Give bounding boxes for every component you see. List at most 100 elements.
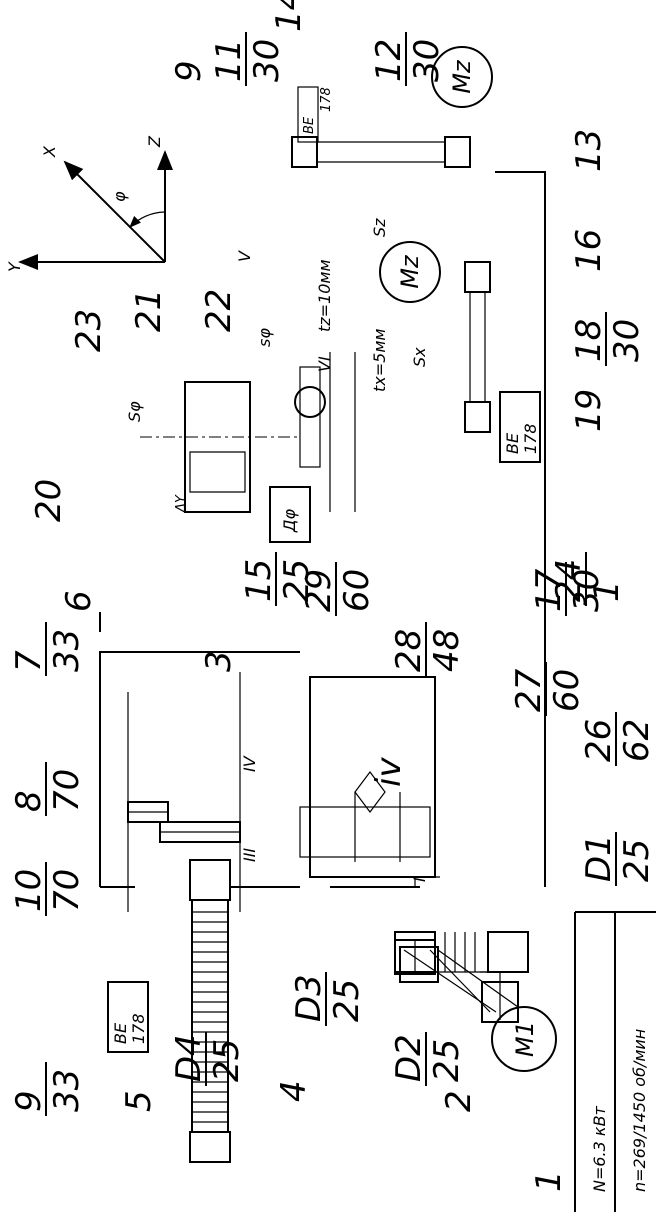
feed-sphi-top: sφ [255,328,274,347]
callout-number: 6 [59,590,99,612]
chain-16-19 [464,261,491,433]
feed-sx: Sx [410,347,429,367]
callout-number: 11 [209,39,249,82]
callout-number: 3 [199,650,239,672]
callout-teeth: 1 [587,580,627,602]
callout-c1: 1 [529,1170,569,1192]
brake-14-label: ВЕ [302,116,317,134]
motor-mz-2-label: Mz [448,59,476,94]
callout-number: 10 [9,869,49,912]
callout-number: 16 [569,229,609,272]
callout-number: 2 [439,1090,479,1112]
motor-power: N=6.3 кВт [590,1105,609,1192]
callout-number: 15 [239,559,279,602]
callout-number: 29 [299,569,339,612]
callout-number: D4 [169,1034,209,1082]
belt-d1-d2 [399,946,520,1023]
callout-teeth: 25 [427,1039,467,1082]
belt-d3-d4 [189,859,231,1163]
callout-c13: 13 [569,129,609,172]
shaft-I: I [410,877,429,882]
brake-5-label: ВЕ [111,1022,130,1044]
callout-c8: 870 [9,762,87,816]
callout-number: 9 [9,1090,49,1112]
dy-label: ΔY [174,494,189,513]
brake-19-value: 178 [521,423,540,454]
motor-speed: n=269/1450 об/мин [630,1029,649,1192]
callout-c7: 733 [9,622,87,676]
callout-c9a: 933 [9,1062,87,1116]
shaft-V: V [235,250,254,262]
callout-teeth: 30 [607,319,647,362]
callout-number: 8 [9,790,49,812]
axis-phi: φ [110,191,129,202]
variator-label: iv [369,757,409,787]
callout-teeth: 30 [407,39,447,82]
callout-number: 19 [569,389,609,432]
chain-11-12 [291,136,471,168]
callout-c24: 241 [549,552,627,606]
variator-box: iv [299,676,436,878]
callout-teeth: 70 [47,869,87,912]
callout-number: 28 [389,629,429,672]
callout-c5: 5 [119,1090,159,1112]
callout-c3: 3 [199,650,239,672]
callout-c2: 2 [439,1090,479,1112]
motor-mz-2: Mz [431,46,493,108]
callout-teeth: 70 [47,769,87,812]
callout-teeth: 62 [617,719,656,762]
dphi-box: Дφ [269,486,311,543]
motor-m1-label: M1 [511,1021,539,1057]
callout-number: 5 [119,1090,159,1112]
motor-mz-1-label: Mz [396,254,424,289]
callout-number: 24 [549,559,589,602]
motor-mz-1: Mz [379,241,441,303]
callout-number: 14 [269,0,309,32]
callout-c21: 21 [129,289,169,332]
callout-c9b: 9 [169,60,209,82]
callout-number: 17 [529,568,569,612]
callout-number: 21 [129,289,169,332]
callout-c19: 19 [569,389,609,432]
callout-c23: 23 [69,309,109,352]
brake-14: ВЕ 178 [297,86,334,143]
shaft-VI: VI [315,356,334,372]
callout-number: 23 [69,309,109,352]
shaft-IV: IV [240,755,259,772]
callout-teeth: 30 [247,39,287,82]
callout-teeth: 60 [337,569,377,612]
callout-number: 4 [274,1080,314,1102]
callout-teeth: 60 [547,669,587,712]
callout-number: 20 [29,479,69,522]
axes: Y Z X φ [5,135,173,272]
brake-14-value: 178 [319,87,334,112]
brake-19-label: ВЕ [503,432,522,454]
callout-number: D1 [579,834,619,882]
callout-number: 12 [369,39,409,82]
callout-number: 1 [529,1170,569,1192]
feed-tz: tz=10мм [315,259,334,332]
callout-number: D3 [289,974,329,1022]
feed-sz: Sz [370,218,389,237]
callout-c22: 22 [199,289,239,332]
callout-teeth: 25 [617,839,656,882]
callout-teeth: 33 [47,1069,87,1112]
footer-table: N=6.3 кВт n=269/1450 об/мин [574,911,656,1212]
axis-z: Z [145,135,164,148]
callout-teeth: 25 [207,1039,247,1082]
callout-number: 9 [169,60,209,82]
brake-5-value: 178 [129,1013,148,1044]
callout-c4: 4 [274,1080,314,1102]
shaft-III: III [240,848,259,862]
